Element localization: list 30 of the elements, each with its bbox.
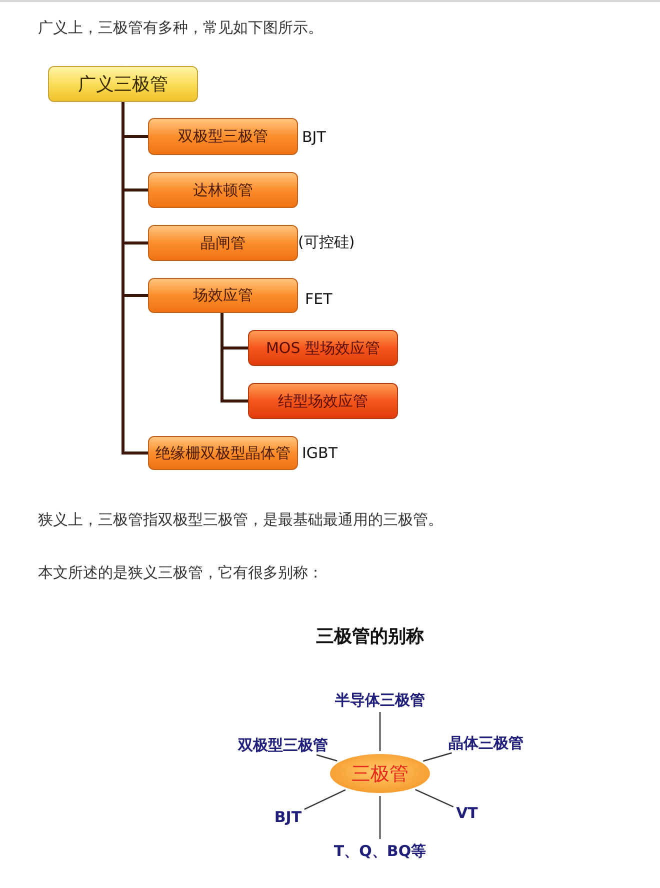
heading-box: 广义三极管	[48, 66, 198, 102]
spoke-line	[422, 752, 452, 762]
center-ellipse: 三极管	[330, 754, 430, 793]
paragraph: 广义上，三极管有多种，常见如下图所示。	[38, 18, 323, 38]
spoke-line	[304, 789, 346, 810]
category-box: 场效应管	[148, 278, 298, 313]
abbreviation-label: BJT	[302, 128, 326, 146]
spoke-line	[379, 796, 381, 839]
alias-label: 双极型三极管	[238, 736, 328, 754]
abbreviation-label: (可控硅)	[298, 233, 355, 251]
alias-label: BJT	[274, 808, 302, 826]
subcategory-box: 结型场效应管	[248, 383, 398, 419]
alias-label: T、Q、BQ等	[334, 842, 426, 860]
paragraph: 本文所述的是狭义三极管，它有很多别称：	[38, 564, 323, 582]
spoke-line	[379, 712, 381, 751]
category-box: 晶闸管	[148, 225, 298, 261]
alias-label: VT	[456, 804, 478, 822]
subcategory-box: MOS 型场效应管	[248, 330, 398, 366]
figure-title: 三极管的别称	[316, 626, 424, 648]
paragraph: 狭义上，三极管指双极型三极管，是最基础最通用的三极管。	[38, 510, 443, 530]
abbreviation-label: FET	[305, 290, 332, 308]
category-box: 双极型三极管	[148, 118, 298, 155]
alias-label: 晶体三极管	[448, 734, 524, 752]
spoke-line	[316, 754, 338, 762]
category-box: 达林顿管	[148, 172, 298, 208]
spoke-line	[415, 788, 454, 808]
connector-line	[122, 102, 148, 454]
alias-label: 半导体三极管	[335, 691, 425, 709]
abbreviation-label: IGBT	[302, 444, 338, 462]
category-box: 绝缘栅双极型晶体管	[148, 436, 298, 470]
